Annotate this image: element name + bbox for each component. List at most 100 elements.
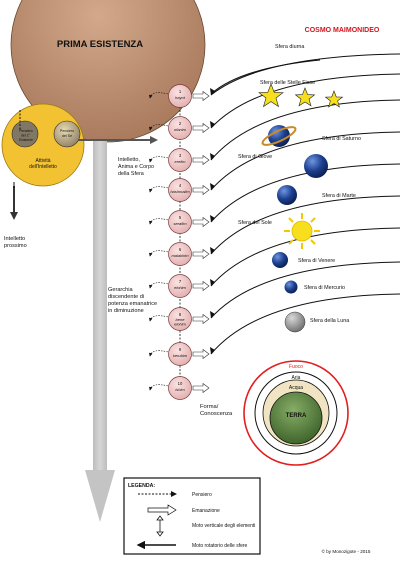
star-icon [324,90,344,108]
sphere-label: Sfera del Sole [238,220,272,226]
emanation-arrow [192,348,210,360]
moon-icon [284,311,306,333]
legend-emanation-symbol [147,504,177,516]
sphere-label: Sfera di Mercurio [304,285,345,291]
thought-curl-arrow [148,250,169,257]
sphere-arc [210,163,400,223]
sphere-rotation-arcs [210,53,400,355]
intelligence-circle [168,148,192,172]
emanation-arrow [192,216,210,228]
star-icon [258,83,284,108]
emanation-arrow [192,313,210,325]
fixed-stars [258,83,344,108]
mercury-icon [284,280,298,294]
sphere-label: Sfera di Marte [322,193,356,199]
intelligence-name: erelim [175,159,187,164]
rotation-arrowhead [210,347,215,354]
form-knowledge-label: Forma/Conoscenza [200,404,233,417]
sphere-label: Sfera di Venere [298,258,335,264]
earth-core [269,391,323,445]
self-thought-circle [53,120,81,148]
first-existence-circle [10,0,206,143]
legend-title: LEGENDA: [128,483,155,489]
intelligence-number: 5 [179,215,182,220]
saturn-icon [261,125,297,147]
legend-box [123,477,261,555]
emanation-arrow [192,382,210,394]
intelligence-circle [168,307,192,331]
jupiter-icon [304,154,328,178]
rotation-arrowhead [210,215,215,222]
mars-icon [277,185,297,205]
legend-vertical-symbol [156,515,164,537]
thought-curl-arrow [148,282,169,289]
diagram-title: COSMO MAIMONIDEO [305,27,380,34]
legend-item-label: Moto verticale degli elementi [192,523,255,529]
rotation-arrowhead [210,279,215,286]
rotation-arrowhead [210,247,215,254]
sphere-arc [210,99,400,161]
intelligence-name: serafim [173,221,187,226]
earth-elements: Fuoco Aria Acqua TERRA [243,360,349,466]
sphere-arc [210,195,400,255]
intelligence-circle [168,274,192,298]
intelligence-number: 10 [178,381,183,386]
rotation-arrowhead [210,121,215,128]
intelligence-name: malakhim [171,253,189,258]
sphere-label: Sfera della Luna [310,318,349,324]
intelligence-circle [168,342,192,366]
first-existence-label: PRIMA ESISTENZA [57,39,143,50]
earth-label: TERRA [286,413,307,419]
thought-curl-arrow [148,315,169,322]
thought-curl-arrow [148,92,169,99]
sphere-arc [210,227,400,287]
water-label: Acqua [289,385,303,391]
intelligence-name: elohim [174,285,186,290]
intelligence-circle [168,178,192,202]
intelligence-number: 4 [179,183,182,188]
intelligence-circle [168,376,192,400]
rotation-arrowhead [210,183,215,190]
first-thought-circle [11,120,39,148]
rotation-arrowhead [210,153,215,160]
star-icon [294,87,316,107]
intelligence-name: ishim [175,387,185,392]
thought-curl-arrow [148,124,169,131]
sphere-arc [210,293,400,355]
intelligence-number: 9 [179,347,182,352]
sun-icon [284,213,320,249]
emanation-down-arrowhead [10,212,18,220]
legend-item-label: Pensiero [192,492,212,498]
thought-curl-arrow [148,384,169,391]
copyright: © by Monozigote - 2015 [322,548,371,554]
legend-item-label: Moto rotatorio delle sfere [192,543,248,549]
thought-curl-arrow [148,156,169,163]
emanation-to-spheres-head [150,136,158,144]
emanation-arrow [192,90,210,102]
sphere-label: Sfera di Giove [238,154,272,160]
thought-curl-arrow [148,186,169,193]
intelligence-number: 6 [179,247,182,252]
sphere-arc [210,73,400,129]
sphere-label: Sfera delle Stelle Fisse [260,80,315,86]
intelligence-name: hashmalim [170,189,190,194]
intelligence-number: 8 [179,312,182,317]
